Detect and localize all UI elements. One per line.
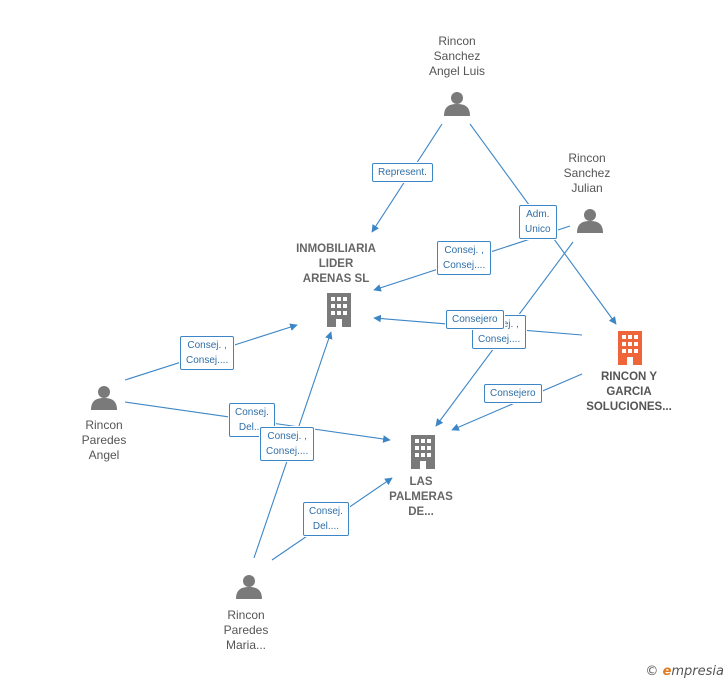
edge-label-maria-palmeras[interactable]: Consej. Del.... [303, 502, 349, 536]
node-label-inmobiliaria[interactable]: INMOBILIARIA LIDER ARENAS SL [296, 243, 376, 285]
edge-label-consejero-inmobiliaria[interactable]: Consejero [446, 310, 504, 329]
edge-label-adm-unico[interactable]: Adm. Unico [519, 205, 557, 239]
footer-brand: © empresia [645, 664, 724, 679]
node-label-rincon-sanchez-julian[interactable]: Rincon Sanchez Julian [563, 151, 611, 195]
edge-label-angel-inmobiliaria[interactable]: Consej. , Consej.... [180, 336, 235, 370]
node-label-rincon-paredes-maria[interactable]: Rincon Paredes Maria... [223, 608, 269, 652]
edge-label-maria-inmobiliaria[interactable]: Consej. , Consej.... [260, 427, 315, 461]
building-icon-inmobiliaria[interactable] [327, 293, 351, 327]
person-icon-rincon-paredes-angel[interactable] [91, 386, 117, 410]
person-icon-rincon-sanchez-luis[interactable] [444, 92, 470, 116]
building-icon-rincon-garcia[interactable] [618, 331, 642, 365]
person-icon-rincon-paredes-maria[interactable] [236, 575, 262, 599]
person-icon-rincon-sanchez-julian[interactable] [577, 209, 603, 233]
brand-logo-initial: e [662, 664, 672, 679]
node-label-rincon-paredes-angel[interactable]: Rincon Paredes Angel [81, 418, 127, 462]
copyright-icon: © [645, 664, 659, 679]
brand-logo-text: mpresia [671, 664, 724, 679]
node-label-rincon-garcia[interactable]: RINCON Y GARCIA SOLUCIONES... [586, 371, 672, 413]
edge-label-julian-inmobiliaria[interactable]: Consej. , Consej.... [437, 241, 492, 275]
building-icon-las-palmeras[interactable] [411, 435, 435, 469]
edge-label-represent[interactable]: Represent. [372, 163, 433, 182]
node-label-las-palmeras[interactable]: LAS PALMERAS DE... [389, 476, 453, 518]
node-label-rincon-sanchez-luis[interactable]: Rincon Sanchez Angel Luis [428, 34, 486, 78]
edge-label-consejero-palmeras[interactable]: Consejero [484, 384, 542, 403]
